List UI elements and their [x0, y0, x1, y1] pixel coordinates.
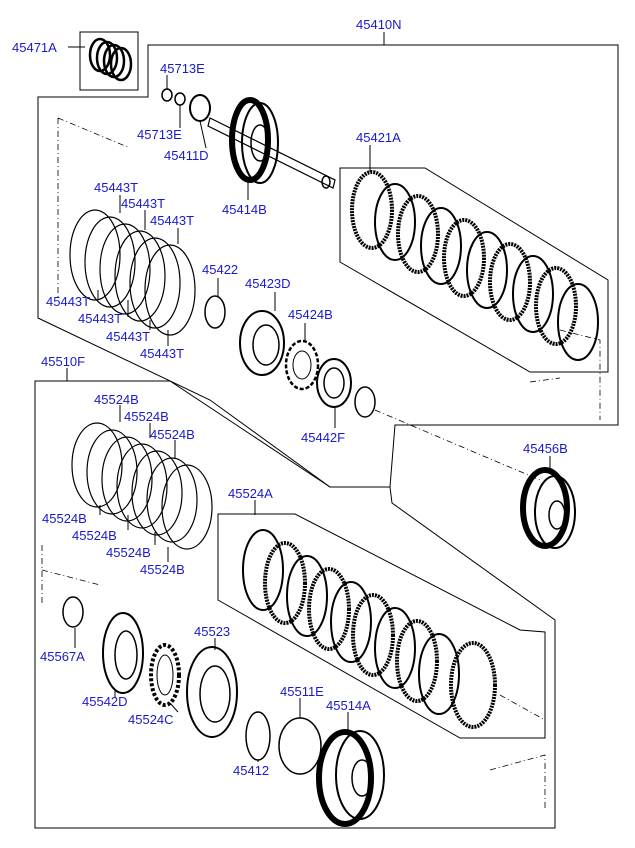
leader-lines [66, 32, 551, 762]
label-45410N[interactable]: 45410N [356, 17, 402, 32]
label-45542D[interactable]: 45542D [82, 694, 128, 709]
label-45524C[interactable]: 45524C [128, 712, 174, 727]
label-45443T-4[interactable]: 45443T [46, 294, 90, 309]
label-45713E-bottom[interactable]: 45713E [137, 127, 182, 142]
label-45471A[interactable]: 45471A [12, 40, 57, 55]
label-45443T-2[interactable]: 45443T [121, 196, 165, 211]
part-45511E-oring[interactable] [278, 717, 322, 775]
label-45524B-2[interactable]: 45524B [124, 409, 169, 424]
label-45443T-7[interactable]: 45443T [140, 346, 184, 361]
label-45567A[interactable]: 45567A [40, 649, 85, 664]
part-45423D-piston[interactable] [239, 310, 285, 376]
clutch-pack-outline-45524A [217, 513, 546, 739]
part-45422-ring[interactable] [204, 295, 226, 329]
label-45443T-3[interactable]: 45443T [150, 213, 194, 228]
centerline-lower-right [489, 694, 546, 810]
label-45422[interactable]: 45422 [202, 262, 238, 277]
group-outline-45471A [79, 31, 139, 91]
part-45456B-hub[interactable] [520, 467, 576, 549]
part-45523-retainer[interactable] [186, 646, 238, 738]
clutch-pack-outline-45421A [339, 167, 609, 373]
label-45524A[interactable]: 45524A [228, 486, 273, 501]
label-45524B-1[interactable]: 45524B [94, 392, 139, 407]
label-45443T-1[interactable]: 45443T [94, 180, 138, 195]
label-45524B-4[interactable]: 45524B [42, 511, 87, 526]
centerline-upper-left [57, 117, 131, 300]
label-45411D[interactable]: 45411D [164, 148, 209, 163]
part-snap-ring-small[interactable] [354, 386, 376, 418]
label-45514A[interactable]: 45514A [326, 698, 371, 713]
label-45713E-top[interactable]: 45713E [160, 61, 205, 76]
centerline-lower-left [41, 545, 101, 605]
label-45423D[interactable]: 45423D [245, 276, 291, 291]
part-45443T-snap-rings[interactable] [69, 209, 196, 336]
part-45524B-snap-rings[interactable] [71, 422, 213, 550]
part-45471A-spring[interactable] [88, 37, 133, 82]
part-45442F-seal-plate[interactable] [316, 358, 352, 408]
part-45567A-snap-ring[interactable] [62, 596, 84, 628]
centerline-upper-right [529, 329, 601, 420]
label-45424B[interactable]: 45424B [288, 307, 333, 322]
part-45412-ring[interactable] [245, 711, 271, 761]
label-45443T-6[interactable]: 45443T [106, 329, 150, 344]
part-45411D-oring[interactable] [189, 94, 211, 122]
part-45424B-spring-retainer[interactable] [284, 339, 320, 391]
centerline-to-45456B [374, 409, 541, 481]
label-45524B-7[interactable]: 45524B [140, 562, 185, 577]
label-45421A[interactable]: 45421A [356, 130, 401, 145]
part-45414B-shaft[interactable] [207, 97, 336, 189]
label-45524B-5[interactable]: 45524B [72, 528, 117, 543]
group-outline-45510F [34, 380, 556, 829]
part-45524C-spring[interactable] [149, 643, 181, 707]
part-45542D-piston[interactable] [102, 612, 144, 694]
label-45443T-5[interactable]: 45443T [78, 311, 122, 326]
part-45514A-drum[interactable] [316, 729, 385, 827]
label-45511E[interactable]: 45511E [280, 684, 324, 699]
label-45524B-3[interactable]: 45524B [150, 427, 195, 442]
label-45414B[interactable]: 45414B [222, 202, 267, 217]
group-outline-45410N [37, 44, 619, 488]
part-45713E-rings[interactable] [161, 88, 186, 106]
label-45442F[interactable]: 45442F [301, 430, 345, 445]
label-45510F[interactable]: 45510F [41, 354, 85, 369]
label-45456B[interactable]: 45456B [523, 441, 568, 456]
label-45412[interactable]: 45412 [233, 763, 269, 778]
label-45523[interactable]: 45523 [194, 624, 230, 639]
label-45524B-6[interactable]: 45524B [106, 545, 151, 560]
part-45421A-clutch-plates[interactable] [350, 170, 599, 361]
part-45524A-clutch-plates[interactable] [242, 529, 497, 729]
